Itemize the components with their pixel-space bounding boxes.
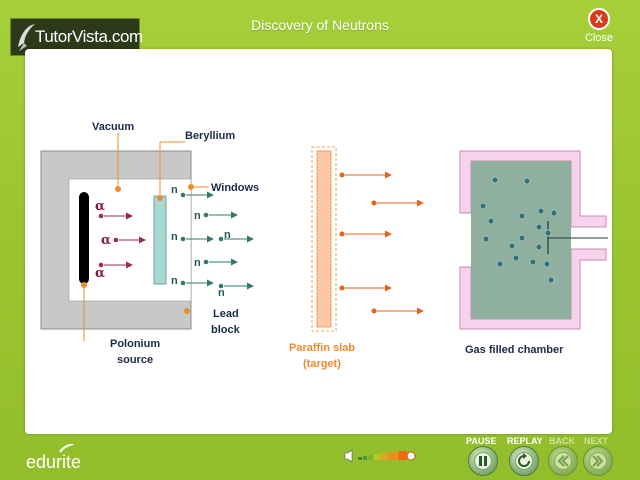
next-button[interactable]	[583, 446, 613, 476]
paraffin-label-2: (target)	[303, 358, 341, 370]
close-label: Close	[584, 32, 614, 44]
pause-button[interactable]	[468, 446, 498, 476]
windows-label: Windows	[211, 182, 259, 194]
lead-block-label-1: Lead	[213, 308, 239, 320]
alpha-particles: α α α	[95, 199, 146, 281]
logo-text: TutorVista.com	[35, 27, 143, 46]
proton-arrows	[339, 171, 424, 315]
neutron-label-3: n	[171, 231, 178, 243]
page-title: Discovery of Neutrons	[251, 17, 389, 33]
back-icon	[557, 455, 569, 467]
replay-button[interactable]	[509, 446, 539, 476]
pause-icon	[479, 456, 487, 466]
chamber-label: Gas filled chamber	[465, 344, 564, 356]
callout-lines	[81, 133, 209, 341]
replay-label: REPLAY	[507, 436, 543, 446]
volume-control[interactable]	[344, 449, 418, 463]
speaker-icon	[344, 449, 416, 463]
edurite-text: edurite	[26, 452, 82, 472]
lead-block-label-2: block	[211, 324, 241, 336]
polonium-label-1: Polonium	[110, 338, 160, 350]
neutron-label-5: n	[194, 257, 201, 269]
pause-label: PAUSE	[466, 436, 497, 446]
beryllium-label: Beryllium	[185, 130, 235, 142]
next-icon	[592, 455, 604, 467]
dolphin-icon	[18, 24, 35, 51]
edurite-logo: edurite	[26, 444, 82, 473]
close-button[interactable]: X	[588, 8, 610, 30]
back-button[interactable]	[548, 446, 578, 476]
polonium-source	[79, 192, 89, 284]
neutron-label-4: n	[224, 229, 231, 241]
paraffin-label-1: Paraffin slab	[289, 342, 355, 354]
neutrons: n n n n n n n	[171, 184, 254, 299]
next-label: NEXT	[584, 436, 609, 446]
neutron-label-7: n	[218, 287, 225, 299]
polonium-label-2: source	[117, 354, 153, 366]
neutron-label-6: n	[171, 275, 178, 287]
neutron-label-2: n	[194, 210, 201, 222]
alpha-label-2: α	[101, 233, 111, 248]
alpha-label-3: α	[95, 266, 105, 281]
paraffin-slab	[311, 146, 337, 332]
neutron-discovery-diagram: α α α n n n n n n	[40, 121, 608, 370]
gas-chamber	[459, 150, 608, 330]
alpha-label-1: α	[95, 199, 105, 214]
neutron-label-1: n	[171, 184, 178, 196]
back-label: BACK	[549, 436, 575, 446]
replay-icon	[518, 453, 530, 467]
beryllium-plate	[153, 195, 167, 285]
edurite-swoosh-icon	[59, 444, 74, 453]
vacuum-label: Vacuum	[92, 121, 134, 133]
content-panel: α α α n n n n n n	[25, 49, 612, 434]
